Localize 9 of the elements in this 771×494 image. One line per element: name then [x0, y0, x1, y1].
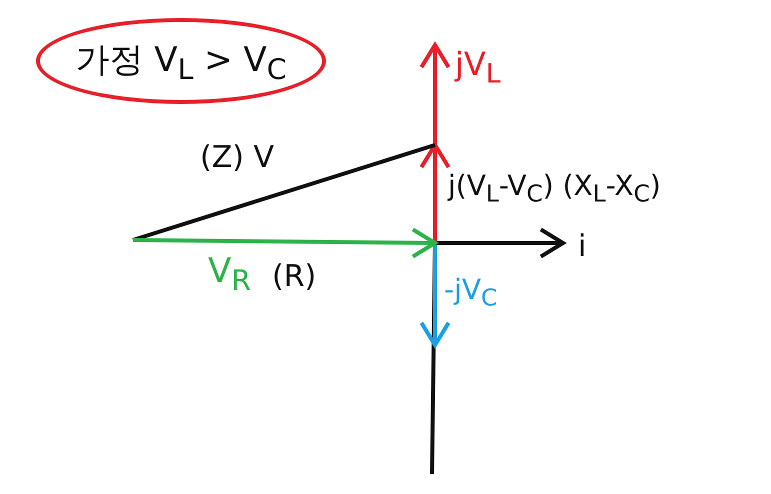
phasor-label: (Z) V — [200, 143, 274, 173]
phasor-label: V$_{R}$ — [208, 254, 251, 296]
phasor-label: j(V$_{L}$-V$_{C}$) (X$_{L}$-X$_{C}$) — [448, 172, 661, 206]
phasor-label: (R) — [272, 262, 316, 292]
phasor-label: -jV$_{C}$ — [444, 276, 498, 310]
assumption-text: 가정 V$_{L}$ > V$_{C}$ — [75, 38, 287, 86]
axis-label: i — [578, 232, 586, 262]
phasor-label: jV$_{L}$ — [455, 48, 501, 88]
assumption-ellipse — [36, 18, 326, 104]
